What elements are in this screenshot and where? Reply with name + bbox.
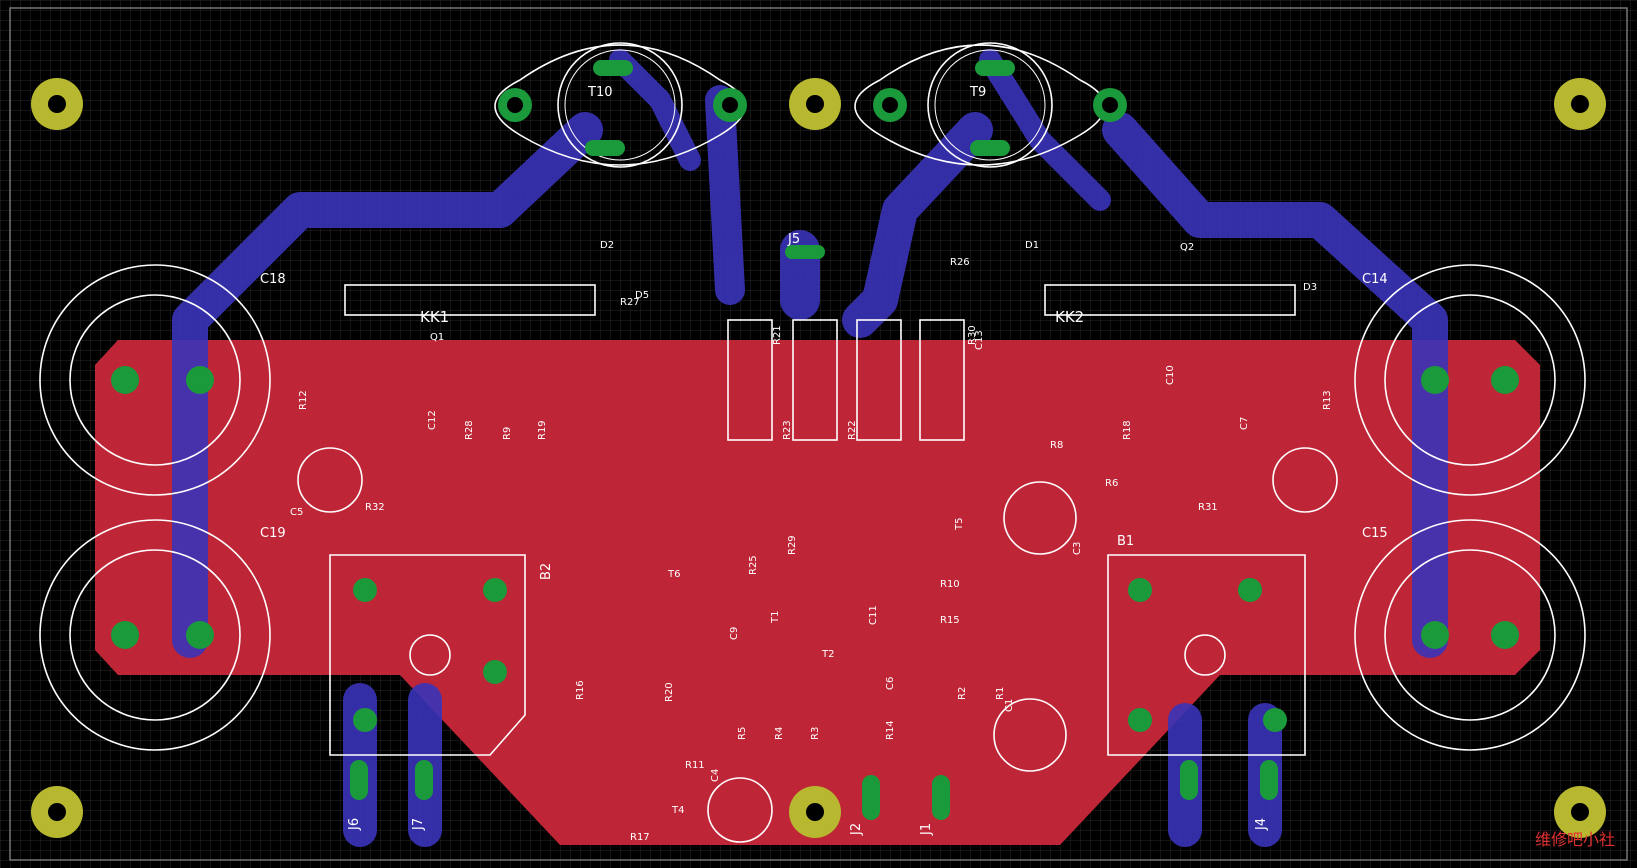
label-r13: R13	[1322, 390, 1333, 410]
label-t5: T5	[954, 518, 965, 531]
label-kk1: KK1	[420, 308, 449, 326]
heatsink-kk1	[344, 284, 596, 316]
resistor-r30	[919, 319, 965, 441]
label-c9: C9	[729, 627, 740, 640]
label-c14: C14	[1362, 272, 1388, 287]
label-c7: C7	[1239, 417, 1250, 430]
label-r10: R10	[940, 579, 960, 590]
label-t10: T10	[587, 85, 612, 100]
capacitor-c15	[1354, 519, 1586, 751]
label-r20: R20	[664, 682, 675, 702]
label-r1: R1	[995, 687, 1006, 700]
mount-hole-bl	[31, 786, 83, 838]
label-d5: D5	[635, 290, 649, 301]
label-r31: R31	[1198, 502, 1218, 513]
label-r14: R14	[885, 720, 896, 740]
label-t6: T6	[667, 569, 680, 580]
label-c11: C11	[868, 605, 879, 625]
label-c13: C13	[974, 330, 985, 350]
label-j1: J1	[919, 823, 934, 836]
label-d3: D3	[1303, 282, 1317, 293]
transistor-t9	[854, 42, 1127, 168]
mount-hole-tm	[789, 78, 841, 130]
silkscreen-labels: T10 T9 J5 D2 D1 D5 D3 C18 C14 C19 C15 KK…	[260, 85, 1388, 843]
label-r23: R23	[782, 420, 793, 440]
label-r11: R11	[685, 760, 705, 771]
capacitor-c7	[1272, 447, 1338, 513]
label-c19: C19	[260, 526, 286, 541]
label-c5: C5	[290, 507, 303, 518]
label-c1: C1	[1004, 699, 1015, 712]
label-kk2: KK2	[1055, 308, 1084, 326]
label-r29: R29	[787, 535, 798, 555]
capacitor-c3	[1003, 481, 1077, 555]
label-j6: J6	[347, 818, 362, 831]
label-r32: R32	[365, 502, 385, 513]
label-r18: R18	[1122, 420, 1133, 440]
capacitor-c14	[1354, 264, 1586, 496]
resistor-r21	[727, 319, 773, 441]
capacitor-c18	[39, 264, 271, 496]
label-t1: T1	[770, 611, 781, 624]
label-r26: R26	[950, 257, 970, 268]
label-r6: R6	[1105, 478, 1118, 489]
label-c3: C3	[1072, 542, 1083, 555]
capacitor-c19	[39, 519, 271, 751]
capacitor-c1	[993, 698, 1067, 772]
label-c12: C12	[427, 410, 438, 430]
label-r15: R15	[940, 615, 960, 626]
label-c4: C4	[710, 769, 721, 782]
label-d1: D1	[1025, 240, 1039, 251]
label-r25: R25	[748, 555, 759, 575]
label-r16: R16	[575, 680, 586, 700]
label-t2: T2	[821, 649, 834, 660]
resistor-r22	[856, 319, 902, 441]
capacitor-c5	[297, 447, 363, 513]
board-outline	[9, 7, 1628, 861]
mounting-holes	[31, 78, 1606, 838]
watermark: 维修吧小社	[1535, 830, 1615, 849]
label-q1: Q1	[430, 332, 444, 343]
label-b2: B2	[539, 563, 554, 580]
label-r4: R4	[774, 727, 785, 740]
label-q2: Q2	[1180, 242, 1194, 253]
heatsink-kk2	[1044, 284, 1296, 316]
transistor-t10	[494, 42, 747, 168]
label-r21: R21	[772, 325, 783, 345]
label-t9: T9	[969, 85, 986, 100]
label-j5: J5	[787, 232, 800, 247]
label-d2: D2	[600, 240, 614, 251]
label-c10: C10	[1165, 365, 1176, 385]
terminal-pads	[350, 245, 1278, 820]
label-r8: R8	[1050, 440, 1063, 451]
capacitor-c4	[707, 777, 773, 843]
label-j4: J4	[1254, 818, 1269, 831]
label-r19: R19	[537, 420, 548, 440]
label-r2: R2	[957, 687, 968, 700]
label-r5: R5	[737, 727, 748, 740]
bridge-b1	[1107, 554, 1306, 756]
mount-hole-tl	[31, 78, 83, 130]
label-r27: R27	[620, 297, 640, 308]
label-r22: R22	[847, 420, 858, 440]
label-c18: C18	[260, 272, 286, 287]
label-j2: J2	[849, 823, 864, 836]
label-r28: R28	[464, 420, 475, 440]
label-r30: R30	[967, 325, 978, 345]
bridge-b2	[329, 554, 526, 756]
label-r9: R9	[502, 427, 513, 440]
label-c6: C6	[885, 677, 896, 690]
label-r3: R3	[810, 727, 821, 740]
label-c15: C15	[1362, 526, 1388, 541]
label-r12: R12	[298, 390, 309, 410]
label-j7: J7	[411, 818, 426, 831]
label-r17: R17	[630, 832, 650, 843]
label-b1: B1	[1117, 534, 1134, 549]
mount-hole-bm	[789, 786, 841, 838]
mount-hole-br	[1554, 786, 1606, 838]
resistor-r23	[792, 319, 838, 441]
mount-hole-tr	[1554, 78, 1606, 130]
label-t4: T4	[671, 805, 684, 816]
